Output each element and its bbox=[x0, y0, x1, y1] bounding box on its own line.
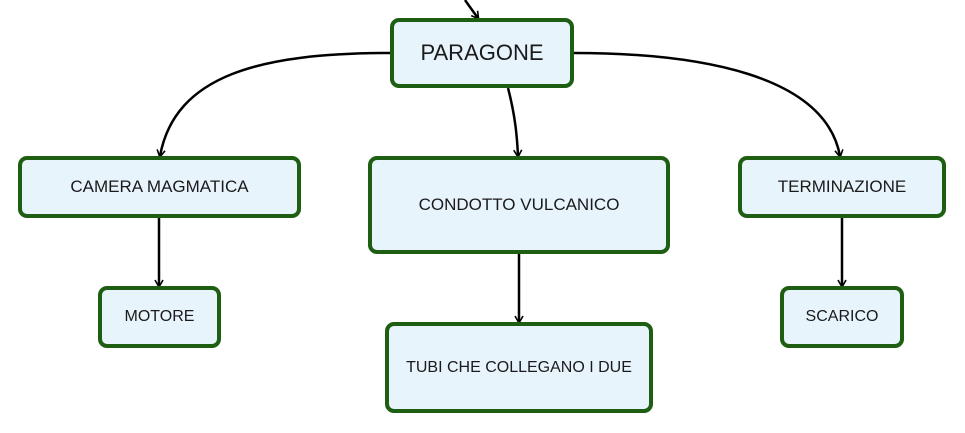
node-terminazione-label: TERMINAZIONE bbox=[777, 177, 907, 196]
edge-paragone-camera bbox=[156, 51, 391, 159]
node-terminazione[interactable]: TERMINAZIONE bbox=[738, 156, 946, 218]
node-paragone[interactable]: PARAGONE bbox=[390, 18, 574, 88]
node-motore-label: MOTORE bbox=[124, 308, 195, 325]
edge-incoming-to-paragone bbox=[463, 0, 480, 21]
node-tubi-che-collegano-i-due[interactable]: TUBI CHE COLLEGANO I DUE bbox=[385, 322, 653, 413]
node-camera-magmatica[interactable]: CAMERA MAGMATICA bbox=[18, 156, 301, 218]
node-scarico[interactable]: SCARICO bbox=[780, 286, 904, 348]
node-scarico-label: SCARICO bbox=[805, 308, 879, 325]
node-tubi-label: TUBI CHE COLLEGANO I DUE bbox=[406, 358, 632, 376]
node-motore[interactable]: MOTORE bbox=[98, 286, 221, 348]
node-condotto-vulcanico-label: CONDOTTO VULCANICO bbox=[418, 195, 620, 214]
node-paragone-label: PARAGONE bbox=[420, 40, 544, 65]
edge-paragone-terminazione bbox=[573, 51, 844, 159]
edge-paragone-condotto bbox=[506, 87, 523, 159]
node-camera-magmatica-label: CAMERA MAGMATICA bbox=[70, 177, 249, 196]
node-condotto-vulcanico[interactable]: CONDOTTO VULCANICO bbox=[368, 156, 670, 254]
